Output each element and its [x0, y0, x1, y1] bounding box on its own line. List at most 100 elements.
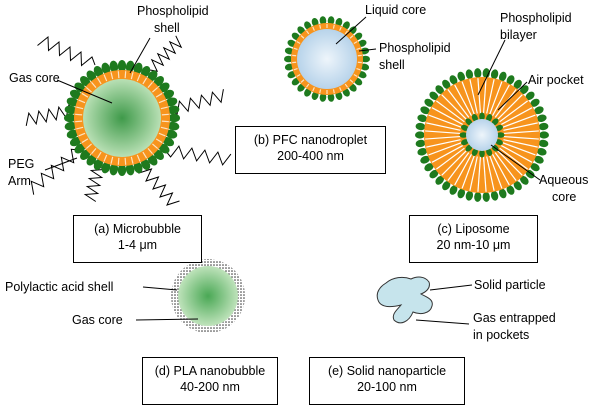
peg-arm: [30, 148, 81, 195]
lipid-tail: [344, 30, 349, 35]
lipid-tail: [454, 84, 472, 116]
lipid-head: [429, 91, 439, 101]
lipid-tail: [147, 81, 153, 88]
lipid-head: [86, 70, 97, 82]
lipid-head: [496, 132, 505, 138]
lipid-head: [101, 62, 111, 75]
lipid-head: [167, 121, 180, 131]
lipid-head: [66, 97, 79, 107]
lipid-head: [117, 60, 127, 72]
lipid-tail: [81, 138, 89, 144]
lipid-tail: [160, 126, 168, 130]
lipid-head: [133, 62, 143, 75]
lipid-head: [424, 98, 434, 107]
lipid-head: [361, 55, 370, 63]
lipid-head: [165, 97, 178, 107]
lipid-tail: [344, 83, 349, 88]
lipid-tail: [497, 94, 523, 120]
peg-arm: [37, 35, 96, 67]
lipid-head: [147, 70, 158, 82]
caption-solid-nanoparticle: (e) Solid nanoparticle 20-100 nm: [309, 357, 465, 405]
lipid-tail: [503, 139, 538, 148]
nanodroplet-lipid-heads: [284, 16, 370, 102]
lipid-head: [534, 155, 544, 164]
lipid-head: [498, 71, 507, 82]
peg-arm: [25, 104, 76, 126]
lipid-head: [490, 190, 499, 201]
lipid-head: [474, 68, 482, 79]
lipid-tail: [461, 155, 475, 189]
lipid-head: [471, 148, 478, 156]
lipid-head: [101, 161, 111, 174]
lipid-tail: [503, 122, 538, 131]
lipid-tail: [494, 89, 517, 118]
lipid-tail: [103, 74, 108, 82]
lipid-head: [465, 190, 474, 201]
lipid-head: [140, 65, 151, 78]
lipid-tail: [332, 24, 335, 29]
label-solid-particle: Solid particle: [474, 278, 546, 292]
lipid-head: [125, 163, 135, 176]
lipid-tail: [477, 156, 482, 192]
lipid-tail: [312, 87, 315, 92]
caption-liposome: (c) Liposome 20 nm-10 μm: [409, 215, 538, 263]
microbubble-tail-lines: [75, 71, 169, 165]
lipid-tail: [436, 100, 465, 123]
caption-pla-nanobubble: (d) PLA nanobubble 40-200 nm: [142, 357, 278, 405]
lipid-head: [530, 98, 540, 107]
lipid-head: [80, 149, 91, 160]
peg-arm: [149, 35, 183, 72]
lipid-head: [449, 75, 458, 85]
lipid-head: [417, 114, 428, 122]
lipid-tail: [161, 120, 169, 123]
lipid-tail: [110, 72, 114, 80]
lipid-head: [64, 113, 76, 123]
lipid-tail: [431, 145, 463, 163]
lipid-tail: [152, 143, 159, 149]
lipid-head: [153, 76, 164, 87]
lipid-tail: [117, 71, 120, 79]
lipid-head: [162, 136, 175, 147]
lipid-head: [465, 69, 474, 80]
lipid-head: [165, 129, 178, 139]
lipid-head: [479, 112, 485, 121]
nanodroplet-tail-lines: [292, 24, 362, 94]
lipid-head: [536, 148, 547, 156]
lipid-tail: [91, 81, 97, 88]
lipid-head: [435, 85, 444, 95]
caption-a-line1: (a) Microbubble: [94, 222, 181, 236]
microbubble: [25, 35, 232, 206]
lipid-tail: [305, 83, 310, 88]
lipid-tail: [296, 73, 301, 78]
lipid-tail: [486, 156, 495, 191]
lipid-head: [80, 76, 91, 87]
lipid-tail: [293, 47, 298, 50]
lipid-tail: [130, 156, 134, 164]
lipid-tail: [339, 26, 342, 31]
lipid-tail: [469, 156, 478, 191]
lipid-head: [530, 163, 540, 172]
lipid-head: [69, 136, 82, 147]
lipid-head: [457, 71, 466, 82]
lipid-head: [490, 69, 499, 80]
lipid-head: [461, 124, 469, 131]
lipid-head: [415, 139, 426, 148]
pfc-nanodroplet: [284, 16, 370, 102]
nanodroplet-liquid-core: [297, 29, 357, 89]
label-air-pocket: Air pocket: [528, 73, 584, 87]
caption-e-line1: (e) Solid nanoparticle: [327, 364, 447, 378]
lipid-tail: [497, 150, 523, 176]
lipid-tail: [502, 114, 536, 128]
lipid-tail: [482, 156, 487, 192]
lipid-tail: [486, 79, 495, 114]
label-gas-entrapped: Gas entrapped in pockets: [473, 311, 559, 342]
caption-d-line2: 40-200 nm: [180, 380, 240, 394]
peg-arms: [25, 35, 232, 206]
lipid-tail: [349, 79, 354, 83]
lipid-tail: [76, 126, 84, 130]
lipid-tail: [110, 156, 114, 164]
lipid-head: [491, 118, 499, 126]
lipid-tail: [447, 89, 470, 118]
lipid-tail: [296, 40, 301, 45]
